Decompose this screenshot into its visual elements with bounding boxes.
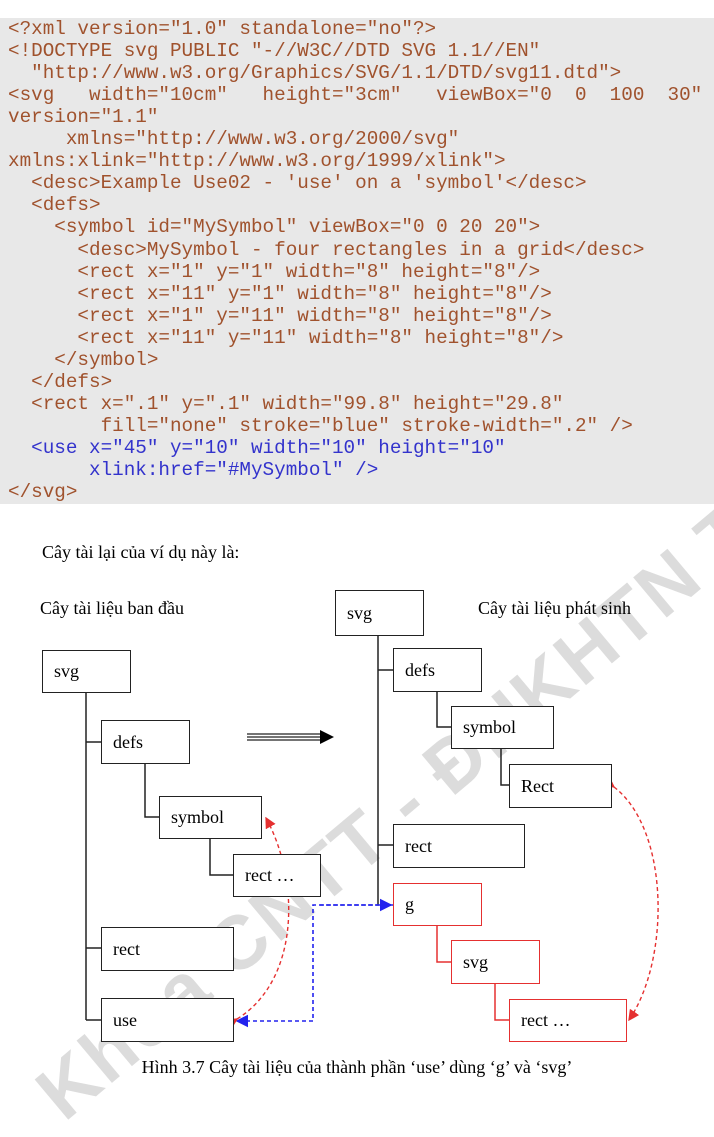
right-node-defs: defs [393,648,482,692]
left-defs-branch [144,763,159,818]
right-node-svg-generated: svg [451,940,540,984]
red-link-right [602,776,659,1022]
code-line: xlink:href="#MySymbol" /> [8,459,379,481]
code-line: <use x="45" y="10" width="10" height="10… [8,436,506,459]
left-node-rect: rect [101,927,234,971]
node-label: svg [54,661,80,681]
blue-link-arrow [235,904,393,1028]
right-symbol-branch [500,748,509,786]
intro-text: Cây tài lại của ví dụ này là: [42,542,240,562]
code-line: <rect x="1" y="1" width="8" height="8"/> [8,260,541,283]
transform-arrow-icon [247,730,334,744]
node-label: defs [405,659,435,680]
right-node-symbol: symbol [451,706,554,749]
right-node-rect: rect [393,824,525,868]
right-node-rect-generated: rect … [509,999,627,1042]
left-trunk [85,692,101,1021]
node-label: use [113,1009,137,1030]
node-label: svg [347,602,373,623]
right-trunk [377,635,393,905]
code-line: fill="none" stroke="blue" stroke-width="… [8,414,633,437]
code-line: xmlns:xlink="http://www.w3.org/1999/xlin… [8,150,506,173]
left-symbol-branch [209,838,233,876]
node-label: rect [405,835,432,856]
node-label: Rect [521,775,554,796]
node-label: rect … [521,1010,571,1030]
right-tree-title: Cây tài liệu phát sinh [478,598,631,618]
left-node-svg: svg [42,650,131,693]
code-line: <rect x="11" y="1" width="8" height="8"/… [8,282,552,305]
left-node-use: use [101,998,234,1042]
code-line: <symbol id="MySymbol" viewBox="0 0 20 20… [8,216,541,239]
node-label: symbol [463,717,517,737]
code-line: <desc>MySymbol - four rectangles in a gr… [8,238,645,261]
node-label: defs [113,731,143,752]
code-line: </svg> [8,481,78,504]
tree-connectors [85,635,659,1029]
node-label: symbol [171,807,225,827]
right-node-rect-symbol: Rect [509,764,612,808]
code-line: <desc>Example Use02 - 'use' on a 'symbol… [8,172,587,195]
node-label: rect [113,938,140,959]
code-line: xmlns="http://www.w3.org/2000/svg" [8,128,460,151]
code-line: <?xml version="1.0" standalone="no"?> [8,18,437,40]
code-line: <svg width="10cm" height="3cm" viewBox="… [8,84,703,107]
code-line: <defs> [8,194,101,217]
code-line: version="1.1" [8,106,159,129]
red-link-left [225,816,290,1029]
code-line: </symbol> [8,348,159,371]
left-node-symbol: symbol [159,796,262,839]
code-line: <rect x="11" y="11" width="8" height="8"… [8,326,564,349]
code-block: <?xml version="1.0" standalone="no"?><!D… [0,18,714,504]
code-line: "http://www.w3.org/Graphics/SVG/1.1/DTD/… [8,62,622,85]
code-line: <rect x=".1" y=".1" width="99.8" height=… [8,392,564,415]
left-node-rect-children: rect … [233,854,321,897]
figure-caption: Hình 3.7 Cây tài liệu của thành phần ‘us… [141,1057,573,1077]
node-label: g [405,894,414,914]
right-defs-branch [436,691,451,728]
right-node-g: g [393,883,482,926]
right-node-svg: svg [335,590,424,636]
left-node-defs: defs [101,720,190,764]
left-tree-title: Cây tài liệu ban đầu [40,598,184,618]
code-line: <!DOCTYPE svg PUBLIC "-//W3C//DTD SVG 1.… [8,40,541,63]
right-g-branch [436,925,451,963]
right-svg-branch [494,983,509,1021]
node-label: svg [463,951,489,972]
code-line: </defs> [8,370,113,393]
node-label: rect … [245,865,295,885]
code-line: <rect x="1" y="11" width="8" height="8"/… [8,304,552,327]
